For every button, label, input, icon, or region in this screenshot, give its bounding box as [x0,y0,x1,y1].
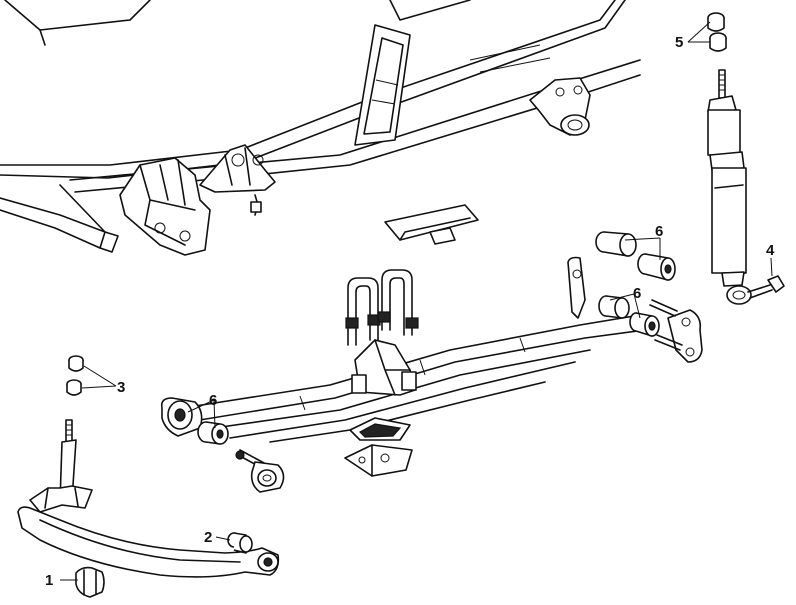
end-bushing [227,532,253,554]
spring-clamp-plate [384,204,479,245]
lower-clamp-plate-upper [349,417,411,441]
chassis-frame [0,0,641,253]
axle-spring-seat [351,339,417,396]
shock-top-bushing-lower [709,32,727,52]
leader-lines [60,21,773,581]
spring-eye-front [160,397,203,437]
anti-roll-link [29,419,93,513]
callout-6-rear-lower: 6 [633,285,641,302]
rear-shackle-plate [567,256,586,319]
callout-6-rear-upper: 6 [655,223,663,240]
shock-absorber [707,69,752,305]
callout-4: 4 [766,242,775,259]
frame-mount-bracket-rear [529,77,591,136]
frame-crossmember-channel [354,24,411,146]
callout-5: 5 [675,34,683,51]
bushing-rear-upper [595,231,676,281]
u-bolt-left [345,277,381,346]
callout-1: 1 [45,572,53,589]
link-bushing-upper [68,355,84,372]
spring-hanger-bracket [199,144,276,216]
callout-3: 3 [117,379,125,396]
mount-bushing [75,566,105,598]
shackle-bolt-front [235,449,285,493]
bushing-front [197,421,229,445]
leaf-spring [169,314,646,443]
callout-6-front: 6 [209,392,217,409]
link-bushing-lower [66,379,82,396]
u-bolt-right [377,269,419,336]
lower-clamp-plate-lower [344,444,413,477]
shock-lower-bolt [747,275,785,299]
anti-roll-bar [17,506,280,578]
frame-mount-bracket-front [119,157,211,256]
callout-2: 2 [204,529,212,546]
shackle-side-plate [649,299,703,363]
bushing-rear-lower [598,295,660,337]
shock-top-bushing-upper [707,12,725,32]
